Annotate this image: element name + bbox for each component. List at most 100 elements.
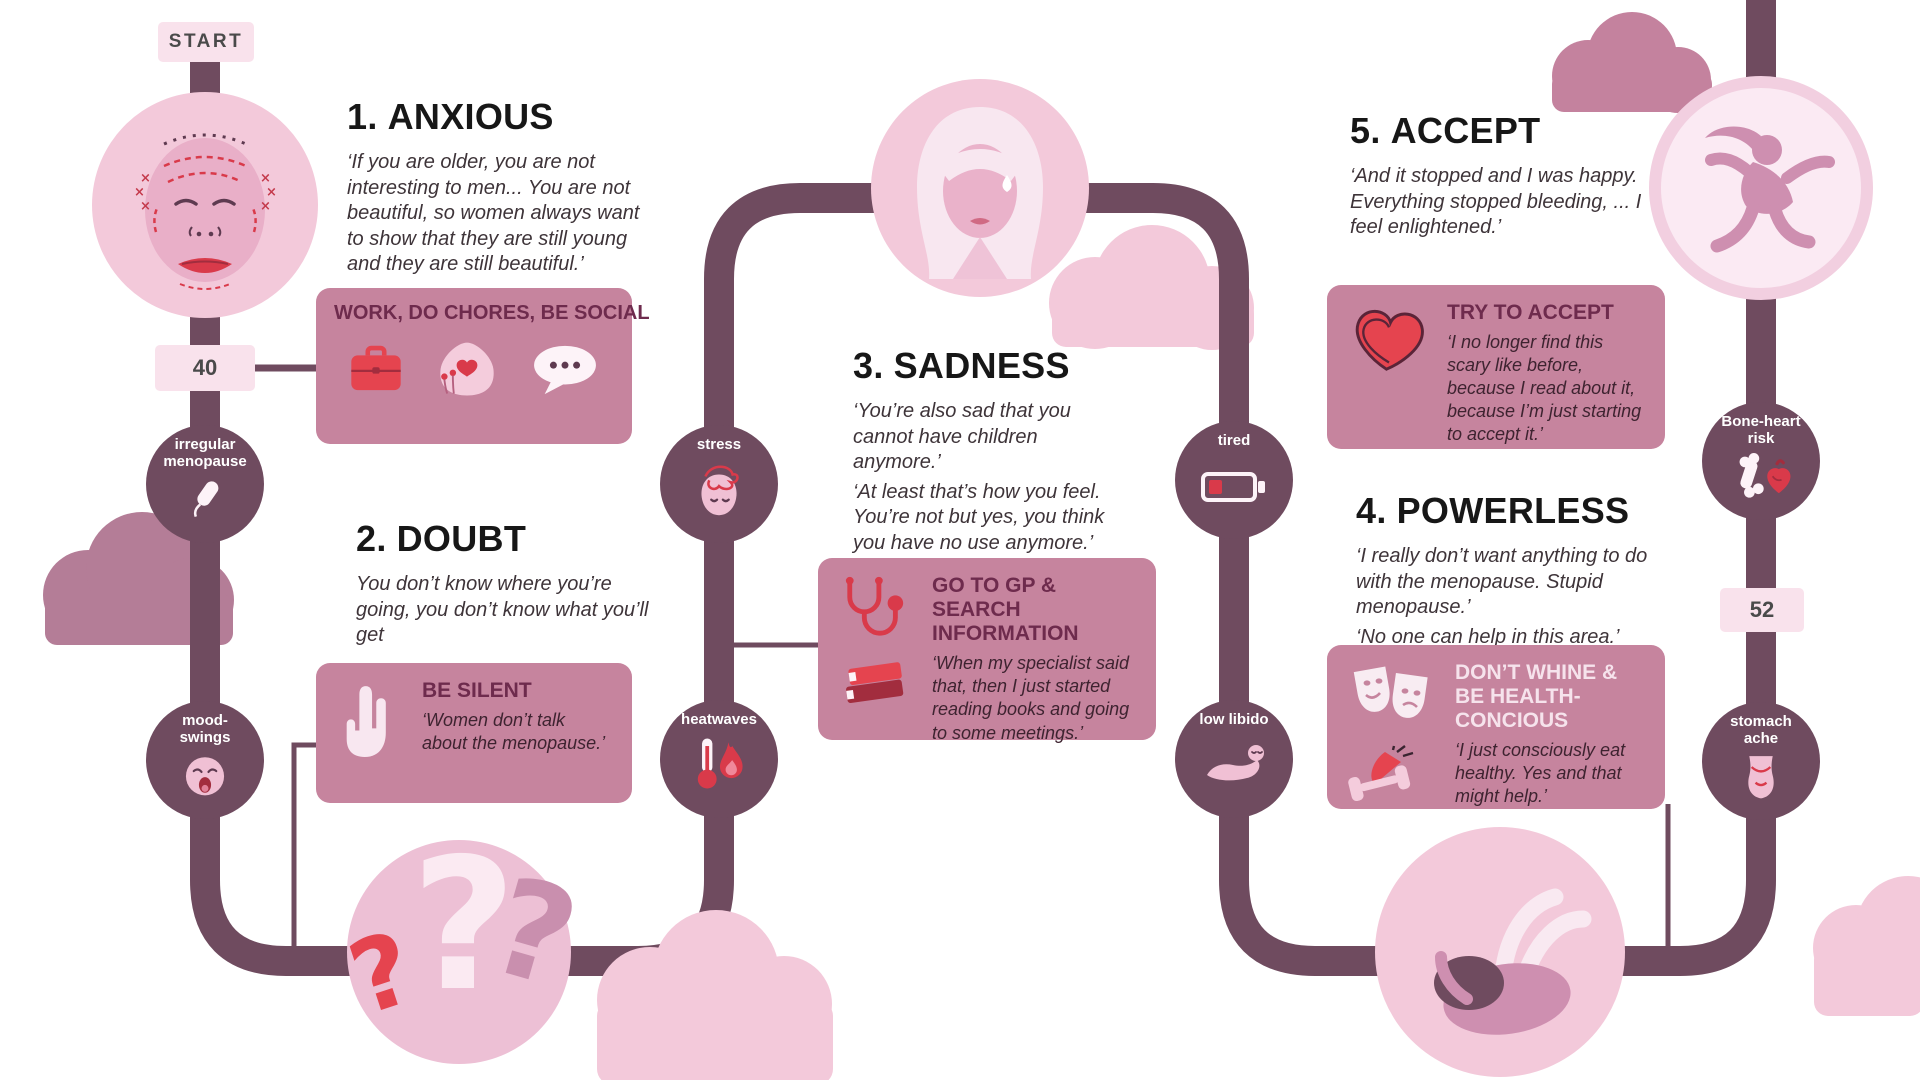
age-40-badge: 40 bbox=[155, 345, 255, 391]
stethoscope-icon bbox=[845, 576, 904, 636]
stage-quote: ‘And it stopped and I was happy. Everyth… bbox=[1350, 165, 1642, 239]
action-title: GO TO GP & SEARCH INFORMATION bbox=[932, 574, 1079, 646]
low-battery-icon bbox=[1201, 471, 1265, 502]
stage-quote: ‘At least that’s how you feel. You’re no… bbox=[853, 480, 1105, 554]
svg-text:×: × bbox=[140, 199, 151, 214]
stage-number: 5. bbox=[1350, 110, 1381, 151]
joyful-figure-circle bbox=[1649, 76, 1873, 300]
stage-title-text: DOUBT bbox=[396, 518, 527, 559]
question-marks-circle: ? ? ? bbox=[336, 834, 593, 1064]
cloud-top-center bbox=[1049, 225, 1254, 350]
health-icons-column bbox=[1345, 661, 1441, 807]
reclining-person-circle bbox=[1375, 827, 1625, 1077]
work-icons-row bbox=[334, 337, 614, 403]
stage-title: 4.POWERLESS bbox=[1356, 490, 1671, 532]
action-title: TRY TO ACCEPT bbox=[1447, 301, 1614, 324]
action-quote: ‘I just consciously eat healthy. Yes and… bbox=[1455, 740, 1626, 807]
reclining-person-illustration bbox=[1434, 888, 1592, 1035]
symptom-node-heatwaves: heatwaves bbox=[660, 700, 778, 818]
action-box-be-silent: BE SILENT ‘Women don’t talk about the me… bbox=[316, 663, 632, 803]
action-text: BE SILENT ‘Women don’t talk about the me… bbox=[422, 679, 614, 755]
stage-number: 3. bbox=[853, 345, 884, 386]
stage-quote: You don’t know where you’re going, you d… bbox=[356, 573, 649, 647]
action-box-try-to-accept: TRY TO ACCEPT ‘I no longer find this sca… bbox=[1327, 285, 1665, 449]
stage-title: 1.ANXIOUS bbox=[347, 96, 647, 138]
stage-anxious: 1.ANXIOUS ‘If you are older, you are not… bbox=[347, 96, 647, 278]
tampon-icon bbox=[193, 481, 219, 517]
stage-title: 5.ACCEPT bbox=[1350, 110, 1655, 152]
sad-face-icon bbox=[185, 756, 225, 795]
stage-number: 2. bbox=[356, 518, 387, 559]
speech-bubble-icon bbox=[534, 345, 597, 395]
age-40-label: 40 bbox=[192, 355, 218, 380]
stage-number: 1. bbox=[347, 96, 378, 137]
action-title: WORK, DO CHORES, BE SOCIAL bbox=[334, 302, 650, 324]
cloud-left bbox=[43, 512, 234, 645]
question-mark-white: ? bbox=[411, 819, 517, 1031]
action-text: DON’T WHINE & BE HEALTH-CONCIOUS ‘I just… bbox=[1455, 661, 1647, 809]
svg-text:×: × bbox=[260, 171, 271, 186]
symptom-label: mood-swings bbox=[179, 712, 231, 746]
joyful-figure-illustration bbox=[1661, 88, 1861, 288]
start-badge: START bbox=[158, 22, 254, 62]
stage-doubt: 2.DOUBT You don’t know where you’re goin… bbox=[356, 518, 651, 649]
symptom-label: heatwaves bbox=[681, 711, 757, 728]
home-heart-icon bbox=[440, 342, 494, 396]
action-box-dont-whine: DON’T WHINE & BE HEALTH-CONCIOUS ‘I just… bbox=[1327, 645, 1665, 809]
stage-quote: ‘If you are older, you are not interesti… bbox=[347, 151, 640, 276]
reclining-figure-icon bbox=[1207, 744, 1264, 781]
headscarf-circle bbox=[871, 79, 1089, 297]
stage-quote: ‘No one can help in this area.’ bbox=[1356, 625, 1620, 648]
stage-quote: ‘I really don’t want anything to do with… bbox=[1356, 545, 1648, 619]
stage-accept: 5.ACCEPT ‘And it stopped and I was happy… bbox=[1350, 110, 1655, 241]
stage-title-text: SADNESS bbox=[893, 345, 1070, 386]
headscarf-sweat-illustration bbox=[917, 107, 1043, 279]
stage-number: 4. bbox=[1356, 490, 1387, 531]
stage-quote: ‘You’re also sad that you cannot have ch… bbox=[853, 400, 1071, 474]
svg-text:×: × bbox=[260, 199, 271, 214]
stage-title-text: ACCEPT bbox=[1390, 110, 1541, 151]
stressed-head-icon bbox=[701, 465, 739, 515]
briefcase-icon bbox=[350, 345, 401, 391]
face-map-circle: ××× ××× bbox=[92, 92, 318, 318]
action-quote: ‘When my specialist said that, then I ju… bbox=[932, 653, 1130, 743]
symptom-label: low libido bbox=[1199, 711, 1269, 728]
age-52-label: 52 bbox=[1749, 597, 1775, 622]
stage-sadness: 3.SADNESS ‘You’re also sad that you cann… bbox=[853, 345, 1125, 557]
svg-text:×: × bbox=[266, 185, 277, 200]
symptom-node-low-libido: low libido bbox=[1175, 700, 1293, 818]
bone-heart-icon bbox=[1739, 452, 1791, 498]
action-title: BE SILENT bbox=[422, 679, 532, 702]
stage-title-text: POWERLESS bbox=[1396, 490, 1630, 531]
action-quote: ‘I no longer find this scary like before… bbox=[1447, 332, 1642, 445]
stage-title-text: ANXIOUS bbox=[387, 96, 554, 137]
symptom-node-tired: tired bbox=[1175, 421, 1293, 539]
cloud-bottom-right bbox=[1813, 876, 1920, 1016]
sketched-heart-icon bbox=[1355, 309, 1424, 371]
cloud-bottom-center bbox=[597, 910, 833, 1080]
symptom-label: tired bbox=[1217, 432, 1251, 449]
symptom-label: stress bbox=[696, 436, 742, 453]
connector-silent-box bbox=[291, 742, 318, 961]
action-quote: ‘Women don’t talk about the menopause.’ bbox=[422, 710, 606, 754]
action-box-work: WORK, DO CHORES, BE SOCIAL bbox=[316, 288, 650, 444]
action-text: TRY TO ACCEPT ‘I no longer find this sca… bbox=[1447, 301, 1647, 446]
stage-title: 2.DOUBT bbox=[356, 518, 651, 560]
svg-text:×: × bbox=[140, 171, 151, 186]
action-box-go-to-gp: GO TO GP & SEARCH INFORMATION ‘When my s… bbox=[818, 558, 1156, 743]
start-label: START bbox=[168, 31, 244, 52]
symptom-node-mood-swings: mood-swings bbox=[146, 701, 264, 819]
theater-masks-icon bbox=[1353, 666, 1428, 718]
thermometer-flame-icon bbox=[697, 738, 743, 789]
face-map-illustration: ××× ××× bbox=[134, 133, 277, 290]
torso-icon bbox=[1748, 755, 1774, 798]
action-title: DON’T WHINE & BE HEALTH-CONCIOUS bbox=[1455, 661, 1618, 733]
stage-title: 3.SADNESS bbox=[853, 345, 1125, 387]
